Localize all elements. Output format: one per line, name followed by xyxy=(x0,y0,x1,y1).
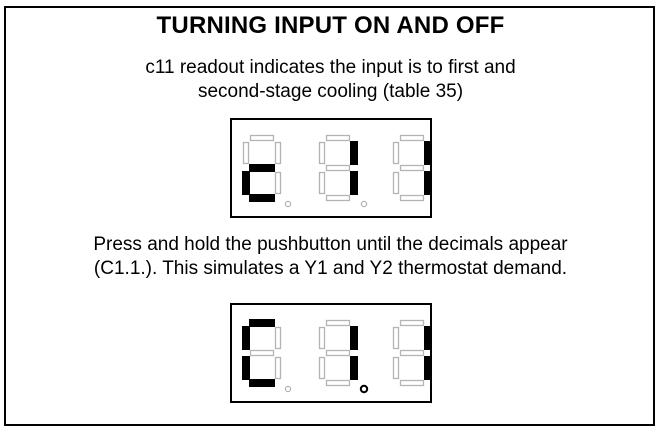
intro-line-1: c11 readout indicates the input is to fi… xyxy=(0,56,661,80)
digit-1-segment-b xyxy=(276,143,281,164)
page-title: TURNING INPUT ON AND OFF xyxy=(0,12,661,40)
digit-2-decimal-point xyxy=(361,386,367,392)
digit-1-segment-f xyxy=(244,143,249,164)
digit-1-segment-a xyxy=(249,319,275,327)
digit-3-segment-d xyxy=(401,381,424,386)
digit-2-segment-c xyxy=(350,356,358,380)
display-c1-1-readout xyxy=(230,303,432,403)
digit-1-decimal-point xyxy=(285,386,290,391)
digit-2-segment-e xyxy=(320,173,325,194)
display-c11-readout xyxy=(230,118,432,218)
digit-2-segment-d xyxy=(327,196,350,201)
digit-1-segment-b xyxy=(276,328,281,349)
digit-1-segment-a xyxy=(251,136,274,141)
digit-1-segment-g xyxy=(249,164,275,172)
instruction-line-2: (C1.1.). This simulates a Y1 and Y2 ther… xyxy=(0,257,661,281)
digit-1-segment-g xyxy=(251,351,274,356)
digit-2-segment-a xyxy=(327,321,350,326)
digit-3-segment-c xyxy=(424,171,430,195)
digit-3-segment-f xyxy=(394,328,399,349)
digit-2-segment-g xyxy=(327,166,350,171)
digit-2-segment-f xyxy=(320,328,325,349)
digit-2-segment-b xyxy=(350,141,358,165)
digit-3-segment-c xyxy=(424,356,430,380)
intro-text: c11 readout indicates the input is to fi… xyxy=(0,56,661,104)
instruction-line-1: Press and hold the pushbutton until the … xyxy=(0,233,661,257)
seven-segment-display-1 xyxy=(232,120,430,216)
digit-3-segment-e xyxy=(394,173,399,194)
digit-2-segment-c xyxy=(350,171,358,195)
digit-2-segment-b xyxy=(350,326,358,350)
digit-2-segment-d xyxy=(327,381,350,386)
digit-2-segment-a xyxy=(327,136,350,141)
digit-2-segment-e xyxy=(320,358,325,379)
digit-3-segment-b xyxy=(424,326,430,350)
digit-3-segment-a xyxy=(401,136,424,141)
digit-1-segment-c xyxy=(276,173,281,194)
instruction-text: Press and hold the pushbutton until the … xyxy=(0,233,661,281)
digit-3-segment-a xyxy=(401,321,424,326)
digit-3-segment-g xyxy=(401,166,424,171)
seven-segment-display-2 xyxy=(232,305,430,401)
digit-1-segment-d xyxy=(249,194,275,202)
digit-3-segment-d xyxy=(401,196,424,201)
digit-2-decimal-point xyxy=(361,201,366,206)
digit-1-decimal-point xyxy=(285,201,290,206)
digit-1-segment-e xyxy=(242,171,250,195)
digit-3-segment-b xyxy=(424,141,430,165)
digit-1-segment-d xyxy=(249,379,275,387)
digit-1-segment-e xyxy=(242,356,250,380)
intro-line-2: second-stage cooling (table 35) xyxy=(0,80,661,104)
digit-1-segment-f xyxy=(242,326,250,350)
digit-2-segment-g xyxy=(327,351,350,356)
digit-2-segment-f xyxy=(320,143,325,164)
digit-3-segment-g xyxy=(401,351,424,356)
digit-1-segment-c xyxy=(276,358,281,379)
digit-3-segment-e xyxy=(394,358,399,379)
digit-3-segment-f xyxy=(394,143,399,164)
